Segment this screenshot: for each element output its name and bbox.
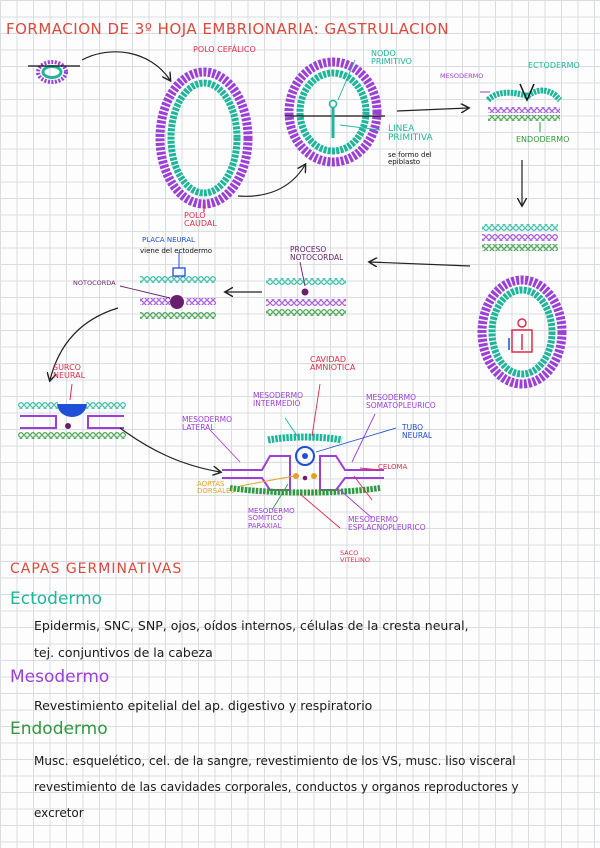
layer-heading-ectodermo: Ectodermo [10, 589, 103, 609]
layer-heading-endodermo: Endodermo [10, 719, 108, 739]
embryo-oval-2 [284, 57, 385, 167]
label-mesodermo-top: MESODERMO [440, 72, 484, 80]
arrow-2 [237, 165, 305, 197]
label-mesodermo-intermedio: MESODERMO INTERMEDIO [253, 391, 303, 408]
layer-heading-mesodermo: Mesodermo [10, 667, 110, 687]
label-polo-caudal: POLO CAUDAL [184, 211, 217, 229]
label-cavidad-amniotica: CAVIDAD AMNIOTICA [310, 355, 356, 373]
label-mesodermo-somatopleurico: MESODERMO SOMATOPLEURICO [366, 393, 436, 410]
embryo-oval-3 [477, 275, 567, 389]
three-layer-stack [482, 224, 558, 251]
arrow-1 [81, 51, 170, 80]
layer-text-endodermo-3: excretor [34, 806, 84, 820]
section-final-embryo [209, 383, 397, 529]
label-mesodermo-esplacnopleurico: MESODERMO ESPLACNOPLEURICO [348, 515, 426, 532]
section-notochord [119, 252, 216, 319]
label-saco-vitelino: SACO VITELINO [340, 549, 370, 564]
label-se-formo: se formo del epiblasto [388, 151, 432, 167]
arrow-3 [396, 108, 468, 111]
cross-section-primitive-streak [480, 83, 563, 132]
section-title: CAPAS GERMINATIVAS [10, 561, 183, 577]
page-title: FORMACION DE 3º HOJA EMBRIONARIA: GASTRU… [6, 20, 450, 38]
section-notocordal-process [266, 261, 346, 316]
arrow-5 [370, 262, 471, 266]
layer-text-endodermo-1: Musc. esquelético, cel. de la sangre, re… [34, 754, 516, 768]
label-polo-cefalico: POLO CEFÁLICO [193, 45, 256, 54]
embryo-oval-1 [155, 67, 253, 212]
label-notocorda: NOTOCORDA [73, 279, 116, 287]
label-ectodermo-top: ECTODERMO [528, 61, 580, 70]
label-surco-neural: SURCO NEURAL [53, 363, 86, 381]
label-mesodermo-lateral: MESODERMO LATERAL [182, 415, 232, 432]
layer-text-ectodermo-1: Epidermis, SNC, SNP, ojos, oídos interno… [34, 618, 469, 633]
arrow-7 [50, 307, 119, 380]
label-celoma: CELOMA [378, 463, 408, 471]
label-tubo-neural: TUBO NEURAL [402, 423, 433, 440]
label-viene-ectodermo: viene del ectodermo [140, 247, 213, 255]
layer-text-mesodermo-1: Revestimiento epitelial del ap. digestiv… [34, 698, 373, 713]
small-embryo [28, 60, 80, 84]
arrow-8 [119, 427, 220, 472]
label-endodermo-top: ENDODERMO [516, 135, 570, 144]
section-neural-groove [18, 383, 126, 439]
label-placa-neural: PLACA NEURAL [142, 236, 195, 244]
gastrulation-diagram [18, 51, 567, 529]
layer-text-ectodermo-2: tej. conjuntivos de la cabeza [34, 645, 213, 660]
layer-text-endodermo-2: revestimiento de las cavidades corporale… [34, 780, 519, 794]
label-mesodermo-somitico: MESODERMO SOMITICO PARAXIAL [248, 507, 295, 530]
label-nodo-primitivo: NODO PRIMITIVO [371, 49, 412, 67]
label-proceso-notocordal: PROCESO NOTOCORDAL [290, 245, 344, 262]
label-aortas-dorsales: AORTAS DORSALES [197, 480, 235, 496]
label-linea-primitiva: LINEA PRIMITIVA [388, 124, 433, 144]
